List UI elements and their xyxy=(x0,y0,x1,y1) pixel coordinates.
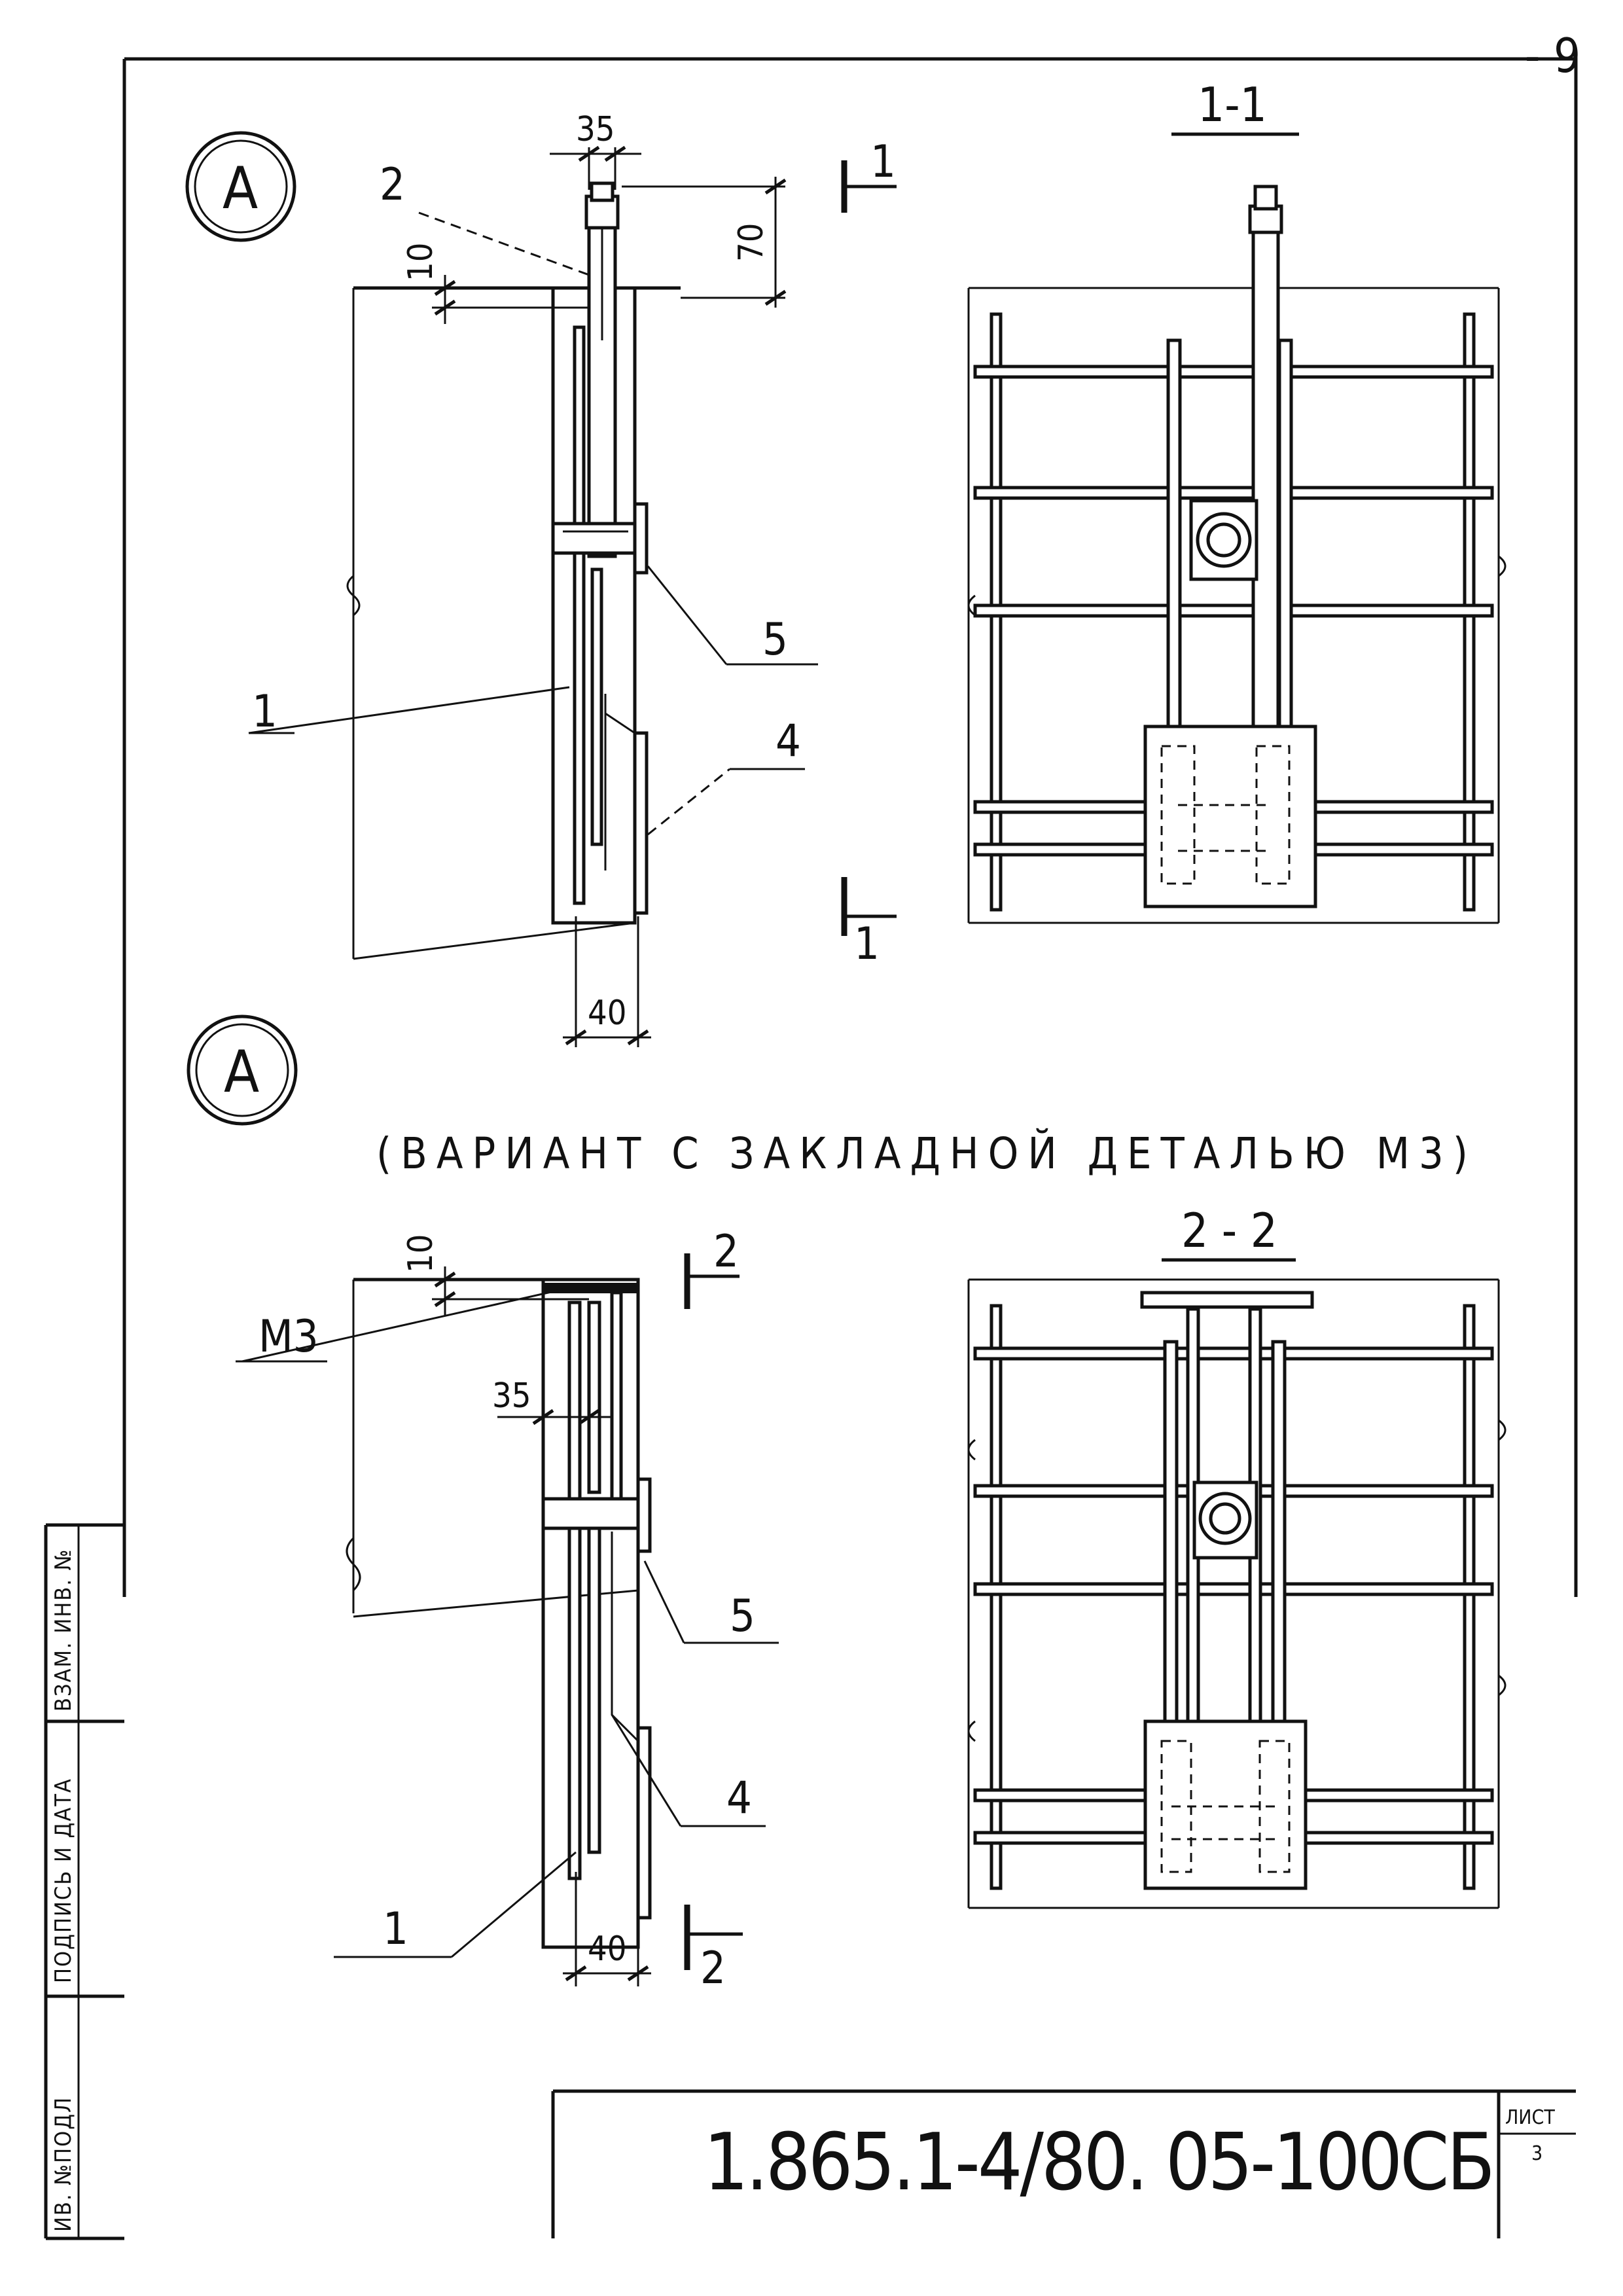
callout-a1-label: А xyxy=(223,154,258,222)
position-1-variant: 1 xyxy=(383,1903,408,1955)
dim-10-top: 10 xyxy=(401,242,440,281)
dim-40-bottom: 40 xyxy=(588,994,627,1033)
dim-35-variant: 35 xyxy=(492,1376,531,1416)
callout-circle-a2 xyxy=(187,1014,298,1126)
position-4-variant: 4 xyxy=(726,1772,752,1824)
cut-mark-2-top: 2 xyxy=(713,1226,739,1278)
section-2-2-view: 2 - 2 xyxy=(967,1203,1507,1909)
stamp-inv-podl: ИВ. №ПОДЛ xyxy=(50,2096,77,2232)
dim-10-variant: 10 xyxy=(401,1234,440,1273)
position-4: 4 xyxy=(776,715,801,767)
position-2: 2 xyxy=(380,159,405,211)
view-a-variant: А (ВАРИАНТ С ЗАКЛАДНОЙ ДЕТАЛЬЮ М3) 10 3 xyxy=(187,1014,1477,1994)
drawing-code: 1.865.1-4/80. 05-100СБ xyxy=(704,2117,1493,2208)
section-1-1-view: 1-1 xyxy=(967,77,1507,924)
position-5: 5 xyxy=(762,614,788,666)
position-5-variant: 5 xyxy=(730,1590,755,1642)
cut-mark-1-bottom: 1 xyxy=(854,918,880,970)
section-1-1-label: 1-1 xyxy=(1198,77,1267,132)
title-block: 1.865.1-4/80. 05-100СБ ЛИСТ 3 xyxy=(551,2089,1576,2238)
section-2-2-label: 2 - 2 xyxy=(1181,1203,1277,1258)
stamp-vzam-inv: ВЗАМ. ИНВ. № xyxy=(50,1549,77,1712)
side-stamp: ВЗАМ. ИНВ. № ПОДПИСЬ И ДАТА ИВ. №ПОДЛ xyxy=(44,1523,124,2240)
dim-35-top: 35 xyxy=(576,110,615,149)
view-a-main: А 35 xyxy=(185,110,897,1047)
sheet-label: ЛИСТ xyxy=(1505,2106,1555,2129)
sheet-frame xyxy=(122,57,1578,1597)
sheet-number: 3 xyxy=(1531,2142,1543,2165)
position-1: 1 xyxy=(252,686,277,738)
stamp-podpis-data: ПОДПИСЬ И ДАТА xyxy=(50,1778,77,1983)
sheet-mark: - 9 xyxy=(1525,28,1580,83)
dim-40-variant: 40 xyxy=(588,1929,627,1969)
position-m3: М3 xyxy=(259,1311,319,1363)
dim-70: 70 xyxy=(732,223,771,262)
cut-mark-1-top: 1 xyxy=(870,136,896,188)
callout-a2-label: А xyxy=(224,1038,259,1105)
callout-circle-a1 xyxy=(185,131,296,242)
variant-caption: (ВАРИАНТ С ЗАКЛАДНОЙ ДЕТАЛЬЮ М3) xyxy=(376,1128,1477,1179)
cut-mark-2-bottom: 2 xyxy=(700,1943,726,1994)
